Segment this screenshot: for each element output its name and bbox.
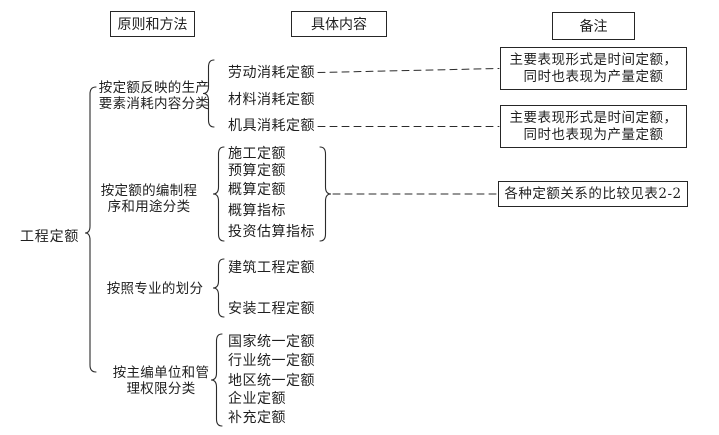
note-box-comparison: 各种定额关系的比较见表2-2 (498, 181, 688, 207)
note-labor-line-1: 主要表现形式是时间定额， (509, 52, 678, 68)
note-box-labor: 主要表现形式是时间定额， 同时也表现为产量定额 (500, 47, 687, 90)
dashed-connector-labor-note (317, 68, 500, 73)
root-brace (84, 86, 97, 373)
branch-4-label-line-2: 理权限分类 (126, 380, 196, 397)
item-labor-consumption-quota: 劳动消耗定额 (228, 65, 315, 81)
item-supplementary-quota: 补充定额 (228, 410, 286, 426)
item-machine-consumption-quota: 机具消耗定额 (228, 118, 315, 134)
branch-3-brace (212, 258, 225, 318)
note-machine-line-2: 同时也表现为产量定额 (523, 126, 664, 143)
branch-2-label-line-2: 序和用途分类 (107, 198, 191, 215)
branch-4-brace (210, 333, 223, 427)
item-installation-engineering-quota: 安装工程定额 (228, 301, 315, 317)
item-building-engineering-quota: 建筑工程定额 (228, 260, 315, 276)
branch-2-label-line-1: 按定额的编制程 (100, 183, 198, 199)
item-industry-unified-quota: 行业统一定额 (228, 353, 315, 369)
item-budget-quota: 预算定额 (228, 163, 286, 179)
branch-1-label-line-1: 按定额反映的生产 (98, 80, 210, 96)
branch-4-label-line-1: 按主编单位和管 (112, 365, 210, 381)
note-comparison-line-1: 各种定额关系的比较见表2-2 (504, 185, 682, 202)
header-remarks-label: 备注 (579, 19, 608, 35)
header-content-label: 具体内容 (311, 17, 367, 33)
branch-3-label: 按照专业的划分 (104, 281, 206, 298)
branch-1-brace (202, 59, 215, 128)
root-label: 工程定额 (20, 229, 80, 245)
branch-1-label: 按定额反映的生产 要素消耗内容分类 (94, 80, 214, 112)
item-national-unified-quota: 国家统一定额 (228, 334, 315, 350)
item-construction-quota: 施工定额 (228, 146, 286, 162)
item-material-consumption-quota: 材料消耗定额 (228, 92, 315, 108)
note-machine-line-1: 主要表现形式是时间定额， (509, 110, 678, 126)
branch-1-label-line-2: 要素消耗内容分类 (98, 95, 210, 112)
branch-2-close-brace (319, 146, 332, 242)
item-regional-unified-quota: 地区统一定额 (228, 373, 315, 389)
branch-4-label: 按主编单位和管 理权限分类 (104, 365, 218, 397)
item-approximate-budget-index: 概算指标 (228, 203, 286, 219)
item-approximate-budget-quota: 概算定额 (228, 182, 286, 198)
branch-2-open-brace (212, 146, 225, 242)
header-box-remarks: 备注 (552, 12, 635, 40)
note-labor-line-2: 同时也表现为产量定额 (523, 68, 664, 85)
branch-3-label-line-1: 按照专业的划分 (106, 281, 204, 297)
item-enterprise-quota: 企业定额 (228, 391, 286, 407)
header-principles-label: 原则和方法 (117, 17, 188, 33)
branch-2-label: 按定额的编制程 序和用途分类 (96, 183, 202, 215)
note-box-machine: 主要表现形式是时间定额， 同时也表现为产量定额 (500, 105, 687, 148)
item-investment-estimate-index: 投资估算指标 (228, 224, 315, 240)
header-box-principles: 原则和方法 (110, 11, 195, 37)
header-box-content: 具体内容 (291, 11, 387, 37)
